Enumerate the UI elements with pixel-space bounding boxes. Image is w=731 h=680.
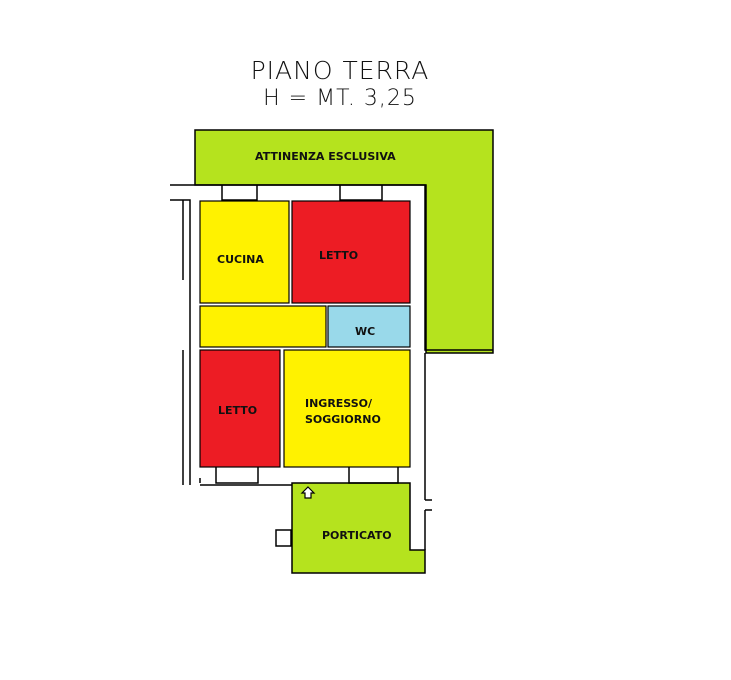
kitchen-room (199, 200, 290, 304)
walls (170, 184, 493, 550)
bedroom-2-room (199, 349, 281, 468)
living-room (283, 349, 411, 468)
label-bedroom-2: LETTO (218, 404, 257, 417)
porch-area (291, 482, 426, 574)
label-wc: WC (355, 325, 375, 338)
bedroom-1-room (291, 200, 411, 304)
label-living-1: INGRESSO/ (305, 397, 373, 410)
label-kitchen: CUCINA (217, 253, 264, 266)
plan-title: PIANO TERRA (250, 56, 430, 85)
label-living-2: SOGGIORNO (305, 413, 381, 426)
label-porch: PORTICATO (322, 529, 392, 542)
corridor-room (199, 305, 327, 348)
entrance-arrow-icon (300, 486, 316, 499)
label-bedroom-1: LETTO (319, 249, 358, 262)
height-note: H = MT. 3,25 (263, 86, 417, 111)
label-garden: ATTINENZA ESCLUSIVA (255, 150, 396, 163)
wc-room (327, 305, 411, 348)
